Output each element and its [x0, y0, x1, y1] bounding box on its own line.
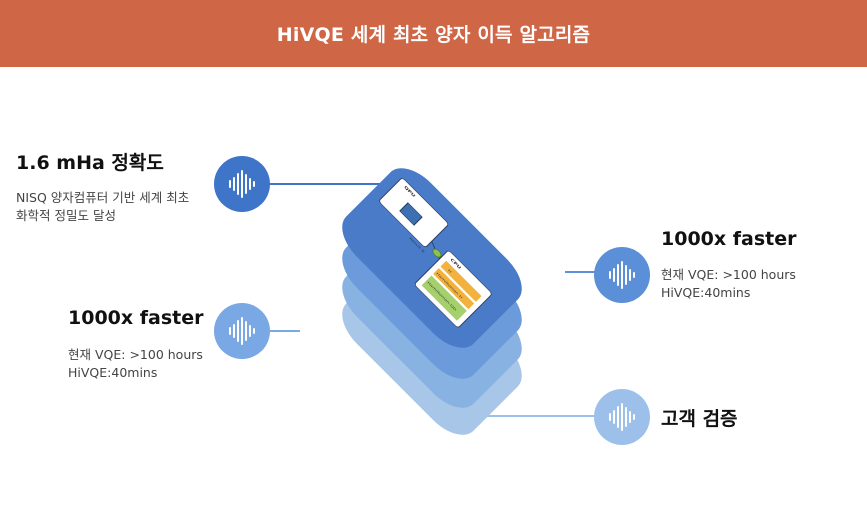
accuracy-desc-line-2: 화학적 정밀도 달성	[16, 208, 116, 223]
speed-left-desc-line-1: 현재 VQE: >100 hours	[68, 347, 203, 362]
speed-right-title: 1000x faster	[661, 228, 797, 250]
accuracy-desc-line-1: NISQ 양자컴퓨터 기반 세계 최초	[16, 190, 190, 205]
sound-wave-icon	[229, 170, 255, 198]
speed-right-description: 현재 VQE: >100 hours HiVQE:40mins	[661, 266, 796, 302]
link-node-icon	[432, 248, 442, 258]
speed-left-title: 1000x faster	[68, 307, 204, 329]
cpu-row-3	[421, 275, 467, 321]
cpu-row-1	[440, 260, 482, 302]
cpu-row-label-1: H	[447, 268, 452, 273]
page-title: HiVQE 세계 최초 양자 이득 알고리즘	[276, 24, 591, 46]
accuracy-description: NISQ 양자컴퓨터 기반 세계 최초 화학적 정밀도 달성	[16, 189, 189, 225]
accuracy-icon-circle	[214, 156, 270, 212]
sound-wave-icon	[229, 317, 255, 345]
speed-right-desc-line-2: HiVQE:40mins	[661, 285, 751, 300]
customer-title: 고객 검증	[661, 408, 738, 430]
qpu-chip	[399, 202, 423, 226]
header-banner: HiVQE 세계 최초 양자 이득 알고리즘	[0, 0, 867, 67]
speed-left-desc-line-2: HiVQE:40mins	[68, 365, 158, 380]
speed-left-description: 현재 VQE: >100 hours HiVQE:40mins	[68, 346, 203, 382]
speed-right-desc-line-1: 현재 VQE: >100 hours	[661, 267, 796, 282]
sound-wave-icon	[609, 403, 635, 431]
accuracy-title: 1.6 mHa 정확도	[16, 152, 164, 174]
sound-wave-icon	[609, 261, 635, 289]
customer-icon-circle	[594, 389, 650, 445]
speed-right-icon-circle	[594, 247, 650, 303]
speed-left-icon-circle	[214, 303, 270, 359]
cpu-row-2	[433, 268, 475, 310]
